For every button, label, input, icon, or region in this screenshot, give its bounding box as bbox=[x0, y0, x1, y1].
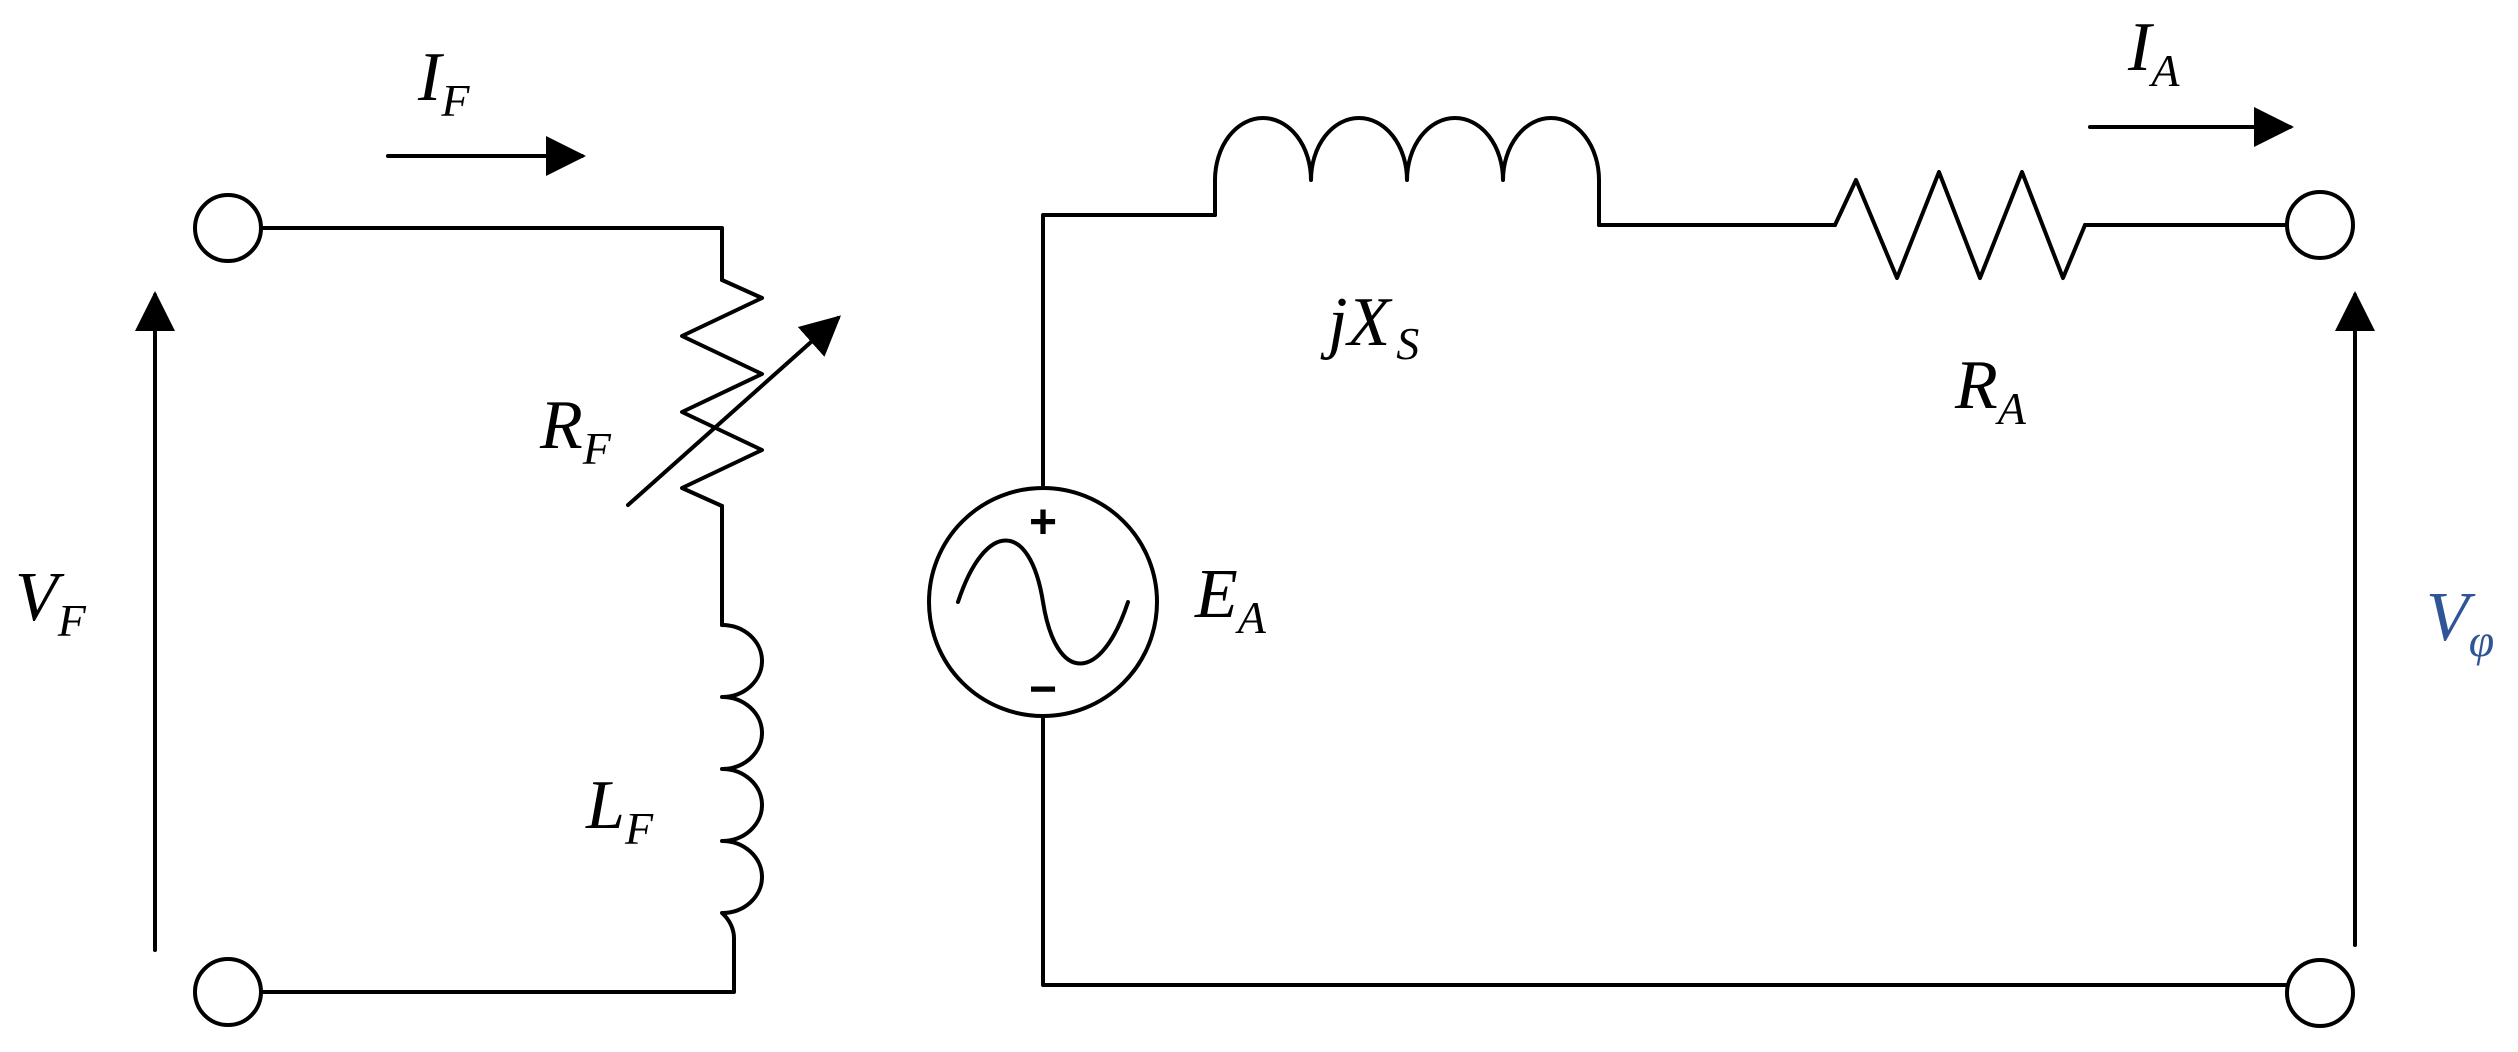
field-resistor-rf bbox=[680, 278, 764, 508]
label-i-a: IA bbox=[2127, 9, 2180, 96]
field-bottom-wire bbox=[260, 938, 736, 994]
field-circuit bbox=[135, 136, 841, 1027]
armature-top-terminal bbox=[2285, 190, 2355, 260]
label-l-f: LF bbox=[585, 767, 654, 854]
field-top-wire bbox=[260, 226, 724, 282]
field-top-terminal bbox=[193, 193, 263, 263]
source-minus-sign: − bbox=[1029, 663, 1057, 716]
label-r-a: RA bbox=[1954, 347, 2027, 434]
rheostat-arrow bbox=[626, 315, 841, 507]
source-plus-sign: + bbox=[1029, 496, 1057, 549]
armature-bottom-terminal bbox=[2285, 958, 2355, 1028]
label-r-f: RF bbox=[539, 387, 612, 474]
armature-resistor-ra bbox=[1833, 170, 2087, 280]
label-i-f: IF bbox=[417, 39, 470, 126]
label-v-f: VF bbox=[15, 559, 87, 646]
field-inductor-lf bbox=[720, 623, 764, 942]
label-e-a: EA bbox=[1194, 556, 1267, 643]
ac-sine-wave bbox=[956, 538, 1130, 666]
armature-bottom-wire bbox=[1041, 716, 2288, 987]
label-v-phi: Vφ bbox=[2426, 579, 2494, 666]
armature-circuit: + − bbox=[927, 107, 2375, 1028]
armature-left-top-wire bbox=[1041, 213, 1217, 487]
field-bottom-terminal bbox=[193, 957, 263, 1027]
armature-inductor-jxs bbox=[1213, 116, 1601, 227]
